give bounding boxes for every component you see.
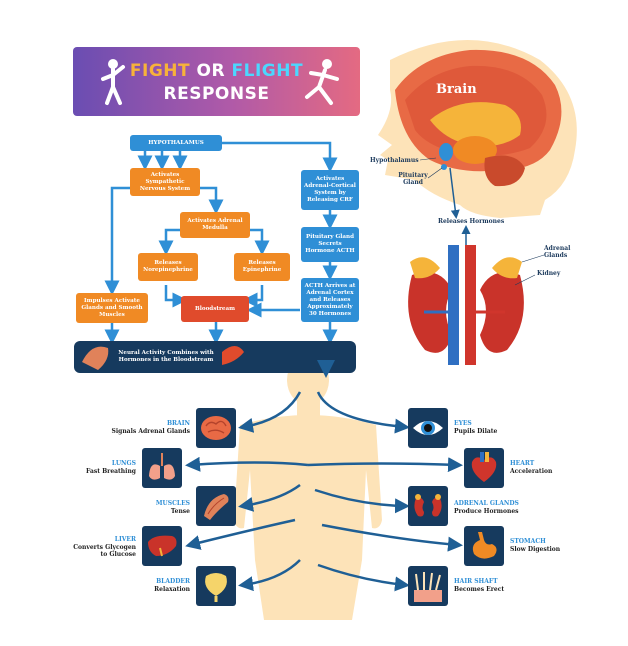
adrenal-cortical-box: Activates Adrenal-Cortical System by Rel… [301,170,359,210]
lungs-effect-label: LUNGS Fast Breathing [60,460,136,475]
hair-title: HAIR SHAFT [454,578,498,585]
organ-connectors [185,391,463,592]
pituitary-gland-label: Pituitary Gland [398,172,428,186]
norepinephrine-box: Releases Norepinephrine [138,253,198,281]
hair-desc: Becomes Erect [454,585,505,593]
hypothalamus-box: HYPOTHALAMUS [130,135,222,151]
liver-effect-label: LIVER Converts Glycogen to Glucose [66,536,136,559]
title-or: OR [196,61,226,81]
lungs-desc: Fast Breathing [86,467,136,475]
muscles-desc: Tense [170,507,190,515]
running-person-icon [101,59,125,105]
adrenal-desc: Produce Hormones [454,507,519,515]
bladder-icon [196,566,236,606]
muscle-icon [196,486,236,526]
brain-icon [196,408,236,448]
arm-muscle-icon [82,346,109,370]
title-line-1: FIGHT OR FLIGHT [73,61,360,81]
stomach-desc: Slow Digestion [510,545,561,553]
bladder-title: BLADDER [156,578,190,585]
bladder-effect-label: BLADDER Relaxation [110,578,190,593]
title-banner: FIGHT OR FLIGHT RESPONSE [73,47,360,116]
stomach-icon [464,526,504,566]
eyes-effect-label: EYES Pupils Dilate [454,420,534,435]
lungs-title: LUNGS [111,460,136,467]
muscles-title: MUSCLES [155,500,190,507]
title-line-2: RESPONSE [163,84,270,104]
heart-icon [464,448,504,488]
liver-title: LIVER [114,536,136,543]
heart-desc: Acceleration [510,467,553,475]
eyes-desc: Pupils Dilate [454,427,498,435]
hair-effect-label: HAIR SHAFT Becomes Erect [454,578,534,593]
title-fight: FIGHT [129,61,191,81]
kidneys-illustration [408,245,545,365]
impulses-box: Impulses Activate Glands and Smooth Musc… [76,293,148,323]
epinephrine-box: Releases Epinephrine [234,253,290,281]
adrenal-medulla-box: Activates Adrenal Medulla [180,212,250,238]
liver-desc: Converts Glycogen to Glucose [73,543,136,559]
adrenal-effect-label: ADRENAL GLANDS Produce Hormones [454,500,544,515]
bladder-desc: Relaxation [154,585,190,593]
hair-follicle-icon [408,566,448,606]
eyes-title: EYES [454,420,472,427]
acth-arrives-box: ACTH Arrives at Adrenal Cortex and Relea… [301,278,359,322]
kidney-label: Kidney [537,270,561,277]
pituitary-acth-box: Pituitary Gland Secrets Hormone ACTH [301,227,359,262]
heart-title: HEART [510,460,535,467]
neural-activity-text: Neural Activity Combines with Hormones i… [118,350,214,363]
flow-connectors [104,141,338,345]
muscles-effect-label: MUSCLES Tense [110,500,190,515]
blood-vessel-icon [222,346,244,365]
brain-desc: Signals Adrenal Glands [111,427,190,435]
heart-effect-label: HEART Acceleration [510,460,590,475]
body-silhouette [234,355,382,620]
head-profile [378,40,577,250]
lungs-icon [142,448,182,488]
stomach-effect-label: STOMACH Slow Digestion [510,538,590,553]
brain-effect-label: BRAIN Signals Adrenal Glands [110,420,190,435]
brain-label: Brain [436,82,477,97]
sympathetic-box: Activates Sympathetic Nervous System [130,168,200,196]
releases-hormones-label: Releases Hormones [438,218,505,225]
bloodstream-box: Bloodstream [181,296,249,322]
adrenal-title: ADRENAL GLANDS [454,500,519,507]
title-flight: FLIGHT [231,61,304,81]
kidneys-icon [408,486,448,526]
eye-icon [408,408,448,448]
hypothalamus-label: Hypothalamus [370,157,419,164]
liver-icon [142,526,182,566]
stomach-title: STOMACH [510,538,546,545]
adrenal-glands-label: Adrenal Glands [544,245,571,259]
fleeing-person-icon [305,59,339,105]
neural-band [74,341,356,373]
brain-title: BRAIN [166,420,190,427]
